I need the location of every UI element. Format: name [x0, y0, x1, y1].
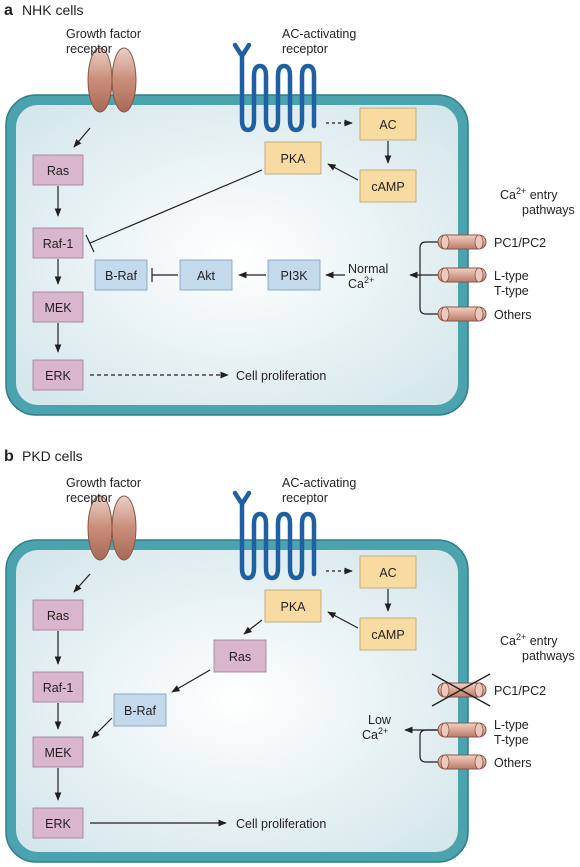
cell-cytoplasm: [16, 550, 458, 852]
cell-cytoplasm: [16, 105, 458, 405]
arrow-gfr-to-ras: [73, 127, 91, 148]
ca-entry-label: Ca2+ entry: [500, 186, 558, 202]
svg-text:Ras: Ras: [229, 650, 251, 664]
node-braf: B-Raf: [113, 693, 167, 727]
svg-text:B-Raf: B-Raf: [124, 704, 156, 718]
ac-receptor-label: receptor: [282, 42, 328, 56]
node-pi3k: PI3K: [267, 259, 321, 291]
ca-entry-label: Ca2+ entry: [500, 632, 558, 648]
growth-factor-label: Growth factor: [66, 476, 141, 490]
panel-b-title: PKD cells: [22, 448, 83, 464]
svg-text:ERK: ERK: [45, 817, 71, 831]
svg-text:Raf-1: Raf-1: [43, 681, 74, 695]
growth-factor-label: Growth factor: [66, 27, 141, 41]
node-camp: cAMP: [359, 169, 417, 203]
node-raf1: Raf-1: [32, 227, 84, 259]
panel-a: a NHK cells Growth factor receptor AC-ac…: [4, 2, 575, 416]
node-akt: Akt: [179, 259, 233, 291]
calcium-label: Normal: [348, 262, 388, 276]
node-braf: B-Raf: [94, 259, 148, 291]
growth-factor-label: receptor: [66, 491, 112, 505]
node-pka: PKA: [264, 141, 322, 175]
channel-label: T-type: [494, 733, 529, 747]
growth-factor-receptor-icon: [87, 47, 137, 113]
channel-label: PC1/PC2: [494, 684, 546, 698]
svg-text:Akt: Akt: [197, 269, 216, 283]
channel-label: Others: [494, 308, 532, 322]
svg-text:AC: AC: [379, 566, 396, 580]
arrow-camp-to-pka: [327, 611, 359, 629]
arrow-pka-to-ras: [243, 619, 263, 635]
ca-entry-label: pathways: [522, 649, 575, 663]
inhibit-pka-raf1: [89, 169, 263, 244]
arrow-camp-to-pka: [327, 163, 359, 181]
svg-text:cAMP: cAMP: [371, 628, 404, 642]
ac-receptor-label: receptor: [282, 491, 328, 505]
node-mek: MEK: [32, 736, 84, 768]
calcium-channel-icon: [437, 722, 487, 738]
node-erk: ERK: [32, 807, 84, 839]
svg-text:Ras: Ras: [47, 609, 69, 623]
pathway-arrows: [54, 119, 440, 379]
channel-bracket: [419, 241, 438, 315]
channel-label: PC1/PC2: [494, 236, 546, 250]
node-ac: AC: [359, 107, 417, 141]
node-camp: cAMP: [359, 617, 417, 651]
channel-label: L-type: [494, 269, 529, 283]
svg-text:PI3K: PI3K: [280, 269, 308, 283]
svg-text:PKA: PKA: [280, 600, 306, 614]
node-mek: MEK: [32, 291, 84, 323]
svg-text:MEK: MEK: [44, 301, 72, 315]
outcome-label: Cell proliferation: [236, 369, 326, 383]
node-ras-2: Ras: [213, 639, 267, 673]
node-erk: ERK: [32, 359, 84, 391]
svg-text:ERK: ERK: [45, 369, 71, 383]
svg-text:Raf-1: Raf-1: [43, 237, 74, 251]
svg-text:Ras: Ras: [47, 164, 69, 178]
channel-label: Others: [494, 756, 532, 770]
ac-receptor-icon: [232, 42, 317, 133]
arrow-gfr-to-ras: [73, 573, 91, 593]
pathway-arrows: [54, 567, 438, 827]
node-pka: PKA: [264, 589, 322, 623]
panel-b: b PKD cells Growth factor receptor AC-ac…: [4, 448, 575, 863]
blocked-cross-icon: [431, 673, 491, 707]
svg-text:B-Raf: B-Raf: [105, 269, 137, 283]
calcium-channel-icon: [437, 234, 487, 250]
ac-receptor-label: AC-activating: [282, 27, 356, 41]
svg-text:MEK: MEK: [44, 746, 72, 760]
arrow-braf-to-mek: [91, 717, 113, 739]
channel-label: T-type: [494, 284, 529, 298]
svg-text:AC: AC: [379, 118, 396, 132]
panel-a-title: NHK cells: [22, 2, 83, 18]
channel-bracket: [419, 729, 438, 763]
growth-factor-label: receptor: [66, 42, 112, 56]
node-ras: Ras: [32, 599, 84, 631]
svg-text:PKA: PKA: [280, 152, 306, 166]
growth-factor-receptor-icon: [87, 495, 137, 561]
calcium-channel-icon: [437, 754, 487, 770]
node-ac: AC: [359, 555, 417, 589]
inhibit-pka-raf1-bar: [85, 234, 95, 253]
arrow-ras-to-braf: [171, 669, 211, 693]
calcium-channel-icon: [437, 306, 487, 322]
svg-text:cAMP: cAMP: [371, 180, 404, 194]
node-ras: Ras: [32, 154, 84, 186]
calcium-channel-icon: [437, 267, 487, 283]
outcome-label: Cell proliferation: [236, 817, 326, 831]
panel-a-letter: a: [4, 2, 13, 19]
ca-entry-label: pathways: [522, 203, 575, 217]
node-raf1: Raf-1: [32, 671, 84, 703]
calcium-label: Low: [368, 713, 392, 727]
ac-receptor-icon: [232, 490, 317, 581]
ac-receptor-label: AC-activating: [282, 476, 356, 490]
panel-b-letter: b: [4, 448, 14, 465]
channel-label: L-type: [494, 718, 529, 732]
